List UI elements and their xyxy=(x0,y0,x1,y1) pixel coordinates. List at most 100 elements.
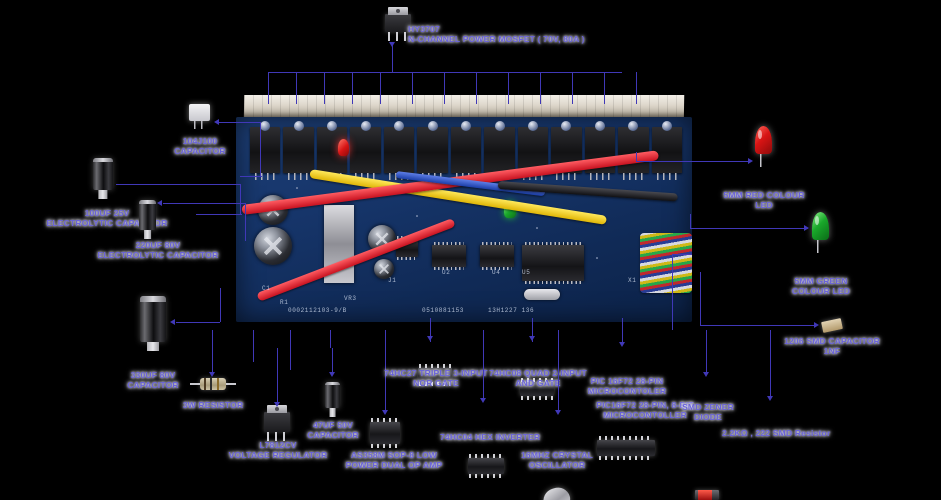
leader-line xyxy=(380,72,381,104)
leader-line xyxy=(330,330,331,348)
leader-line xyxy=(212,348,213,374)
label-cap-330uf: 330UF 80V CAPACITOR xyxy=(124,370,182,390)
leader-line xyxy=(290,330,291,370)
label-mcu-bottom-line2: MICROCONTOLLER xyxy=(603,410,687,420)
label-smd-capacitor: 1206 SMD CAPACITOR 1NF xyxy=(784,336,880,356)
arrow-head xyxy=(703,372,709,377)
leader-line xyxy=(116,184,240,185)
arrow-head xyxy=(274,402,280,407)
label-cap-100uf: 100UF 25V ELECTROLYTIC CAPACITOR xyxy=(37,208,177,228)
leader-line xyxy=(352,72,353,104)
leader-line xyxy=(268,72,269,104)
silkscreen-text: 0002112103-9/B xyxy=(288,307,347,314)
label-smd-resistor-line1: 2.2KΩ , 222 SMD Resistor xyxy=(722,428,831,438)
silkscreen-text: J1 xyxy=(388,277,397,284)
label-cap-330uf-line2: CAPACITOR xyxy=(127,380,179,390)
arrow-head xyxy=(209,372,215,377)
leader-line xyxy=(332,348,333,374)
silkscreen-text: C1 xyxy=(262,285,271,292)
arrow-head xyxy=(748,158,753,164)
ic-74hc27 xyxy=(432,242,466,270)
label-hex-inverter-line1: 74HC04 HEX INVERTER xyxy=(440,432,541,442)
label-opamp-line2: POWER DUAL OP AMP xyxy=(345,460,443,470)
label-regulator-line2: VOLTAGE REGULATOR xyxy=(228,450,328,460)
mosfet-package xyxy=(651,121,683,180)
mosfet-package xyxy=(283,121,314,180)
arrow-head xyxy=(157,200,162,206)
leader-line xyxy=(277,348,278,404)
leader-line xyxy=(240,184,241,214)
component-hex-inverter-thumb xyxy=(468,454,504,478)
label-opamp: AS358M SOP-8 LOW POWER DUAL OP AMP xyxy=(340,450,448,470)
component-cap-47uf-thumb xyxy=(325,382,340,408)
leader-line xyxy=(253,330,254,362)
label-mcu-right-line1: PIC 16F72 28-PIN xyxy=(590,376,664,386)
label-mcu-bottom-line1: PIC16F72 28-PIN, 8-BIT xyxy=(596,400,694,410)
label-and-gate-line1: 74HC08 QUAD 2-INPUT xyxy=(489,368,587,378)
label-resistor-3w: 3W RESISTOR xyxy=(180,400,246,410)
label-cap-47uf-line2: CAPACITOR xyxy=(307,430,359,440)
arrow-head xyxy=(382,410,388,415)
label-cap-220uf-line2: ELECTROLYTIC CAPACITOR xyxy=(97,250,219,260)
mosfet-package xyxy=(618,121,649,180)
label-crystal: 16MHZ CRYSTAL OSCILLATOR xyxy=(521,450,593,470)
leader-line xyxy=(532,330,533,342)
label-smd-capacitor-line1: 1206 SMD CAPACITOR xyxy=(784,336,880,346)
ic-microcontroller xyxy=(522,242,584,284)
component-resistor-thumb xyxy=(190,378,236,390)
leader-line xyxy=(572,72,573,104)
leader-line xyxy=(245,203,246,241)
label-cap-220uf-line1: 220UF 80V xyxy=(135,240,181,250)
component-cap-330uf-thumb xyxy=(140,296,166,342)
leader-line xyxy=(636,161,750,162)
leader-line xyxy=(412,72,413,104)
mosfet-package xyxy=(484,121,515,180)
silkscreen-text: VR3 xyxy=(344,295,357,302)
wire-red-lower xyxy=(256,218,456,302)
component-cap-100uf-thumb xyxy=(93,158,113,190)
onboard-capacitor xyxy=(374,259,394,279)
silkscreen-text: R1 xyxy=(280,299,289,306)
leader-line xyxy=(268,72,622,73)
leader-line xyxy=(324,72,325,104)
label-zener: SMD ZENER DIODE xyxy=(682,402,734,422)
component-and-gate-thumb xyxy=(520,378,554,400)
leader-line xyxy=(604,72,605,104)
label-cap-100uf-line1: 100UF 25V xyxy=(84,208,130,218)
leader-line xyxy=(240,176,262,177)
leader-line xyxy=(260,122,261,176)
label-crystal-line2: OSCILLATOR xyxy=(528,460,586,470)
leader-line xyxy=(636,152,637,161)
leader-line xyxy=(532,318,533,338)
pcb-substrate: 0002112103-9/B 0510881153 13H1227 136 C1… xyxy=(236,117,692,322)
leader-line xyxy=(212,330,213,348)
component-green-led-thumb xyxy=(812,212,829,253)
leader-line xyxy=(220,288,221,322)
label-led-green: 5MM GREEN COLOUR LED xyxy=(790,276,852,296)
label-zener-line1: SMD ZENER xyxy=(682,402,734,412)
leader-line xyxy=(690,228,808,229)
component-mcu-right-thumb xyxy=(597,436,655,460)
arrow-head xyxy=(329,372,335,377)
label-smd-resistor: 2.2KΩ , 222 SMD Resistor xyxy=(722,428,831,438)
onboard-red-led xyxy=(338,139,349,156)
leader-line xyxy=(483,330,484,348)
label-cap-100uf-line2: ELECTROLYTIC CAPACITOR xyxy=(46,218,168,228)
label-mcu-right: PIC 16F72 28-PIN MICROCONTOLER xyxy=(586,376,668,396)
arrow-head xyxy=(480,398,486,403)
mosfet-package xyxy=(383,121,415,180)
label-regulator-line1: L7812CV xyxy=(259,440,297,450)
arrow-head xyxy=(214,119,219,125)
leader-line xyxy=(770,348,771,398)
component-red-led-thumb xyxy=(755,126,772,167)
leader-line xyxy=(483,348,484,400)
label-mcu-right-line2: MICROCONTOLER xyxy=(587,386,667,396)
leader-line xyxy=(392,44,393,72)
label-mcu-bottom: PIC16F72 28-PIN, 8-BIT MICROCONTOLLER xyxy=(580,400,710,420)
leader-line xyxy=(540,72,541,104)
leader-line xyxy=(558,348,559,410)
component-nor-gate-thumb xyxy=(418,364,452,386)
leader-line xyxy=(636,72,637,104)
leader-line xyxy=(700,272,701,325)
leader-line xyxy=(672,254,673,330)
